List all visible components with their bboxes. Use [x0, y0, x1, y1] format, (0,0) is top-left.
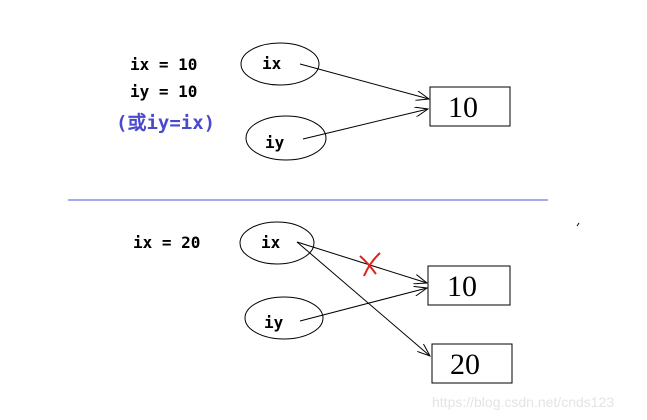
- arrow-ix-to-10-broken: [296, 241, 427, 283]
- arrow-iy-to-10: [302, 109, 428, 140]
- arrow-ix-to-10: [299, 63, 429, 99]
- value-box-label: 10: [448, 91, 478, 124]
- old-value-label: 10: [447, 270, 477, 303]
- new-value-box: [431, 343, 513, 384]
- cross-mark-icon: [359, 252, 381, 277]
- old-value-box: [427, 265, 511, 306]
- node-ix-label: ix: [262, 54, 282, 73]
- value-box: [429, 86, 511, 127]
- arrow-ix-to-20: [296, 241, 430, 356]
- node-ix-label-2: ix: [261, 233, 281, 252]
- code-note: (或iy=ix): [116, 111, 215, 134]
- node-iy-ellipse: [245, 115, 327, 161]
- node-iy-label-2: iy: [264, 313, 284, 332]
- code-line-ix: ix = 10: [130, 55, 197, 74]
- arrow-iy-to-10: [299, 288, 427, 322]
- code-line-ix-20: ix = 20: [133, 233, 200, 252]
- code-line-iy: iy = 10: [130, 82, 197, 101]
- node-iy-label: iy: [265, 133, 285, 152]
- watermark: https://blog.csdn.net/cnds123: [432, 394, 614, 410]
- node-ix-ellipse-2: [239, 221, 315, 265]
- new-value-label: 20: [450, 348, 480, 381]
- node-ix-ellipse: [240, 42, 320, 86]
- stray-mark: [576, 222, 580, 227]
- node-iy-ellipse-2: [244, 296, 324, 340]
